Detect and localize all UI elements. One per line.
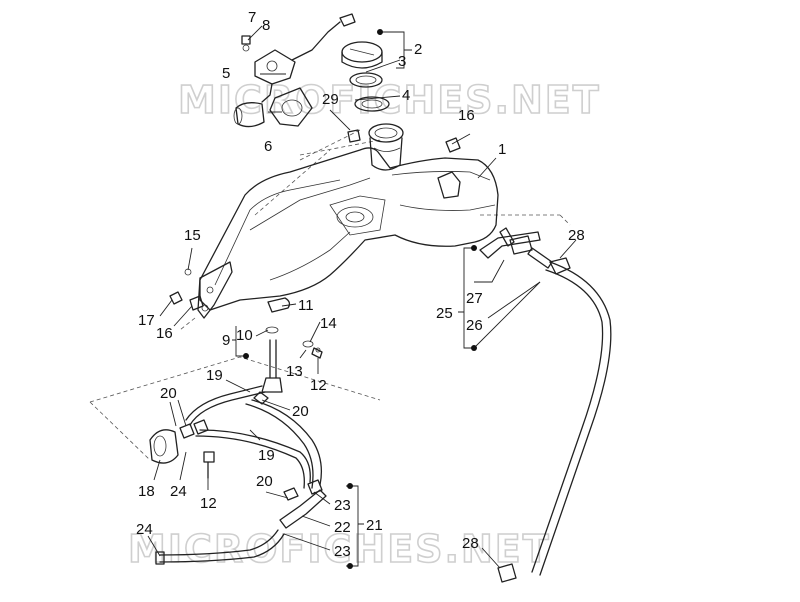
- label-8: 8: [262, 17, 270, 34]
- label-16-upper: 16: [458, 107, 475, 124]
- label-20-left: 20: [160, 385, 177, 402]
- fuel-tap-assembly: [261, 326, 323, 393]
- label-3: 3: [398, 53, 406, 70]
- label-9: 9: [222, 332, 230, 349]
- label-10: 10: [236, 327, 253, 344]
- label-19-lower: 19: [258, 447, 275, 464]
- label-17: 17: [138, 312, 155, 329]
- label-24-upper: 24: [170, 483, 187, 500]
- fuel-sender-assembly: [233, 13, 356, 128]
- label-20-middle: 20: [292, 403, 309, 420]
- label-14: 14: [320, 315, 337, 332]
- label-16-lower: 16: [156, 325, 173, 342]
- label-18: 18: [138, 483, 155, 500]
- watermark-bottom: MICROFICHES.NET: [128, 527, 551, 571]
- label-28-lower: 28: [462, 535, 479, 552]
- label-15: 15: [184, 227, 201, 244]
- label-20-lower: 20: [256, 473, 273, 490]
- label-13: 13: [286, 363, 303, 380]
- label-6: 6: [264, 138, 272, 155]
- label-23-upper: 23: [334, 497, 351, 514]
- filler-cap-assembly: [341, 41, 390, 112]
- label-4: 4: [402, 87, 410, 104]
- watermark-top: MICROFICHES.NET: [178, 78, 601, 122]
- label-27: 27: [466, 290, 483, 307]
- part-labels: 1 2 3 4 5 6 7 8 9 10 11 12 12 13 14 15 1…: [136, 9, 585, 560]
- bracket-dots: [243, 29, 477, 569]
- label-26: 26: [466, 317, 483, 334]
- fuel-tank: [197, 123, 499, 319]
- label-2: 2: [414, 41, 422, 58]
- label-12-lower: 12: [200, 495, 217, 512]
- label-23-lower: 23: [334, 543, 351, 560]
- label-1: 1: [498, 141, 506, 158]
- label-11: 11: [298, 297, 314, 314]
- clips: [169, 129, 461, 311]
- label-28-upper: 28: [568, 227, 585, 244]
- label-7: 7: [248, 9, 256, 26]
- label-22: 22: [334, 519, 351, 536]
- fuel-hoses: [149, 385, 327, 565]
- label-21: 21: [366, 517, 383, 534]
- label-5: 5: [222, 65, 230, 82]
- label-12-upper: 12: [310, 377, 327, 394]
- label-25: 25: [436, 305, 453, 322]
- reference-dashed-lines: [89, 129, 571, 461]
- label-24-lower: 24: [136, 521, 153, 538]
- label-29: 29: [322, 91, 339, 108]
- label-19-upper: 19: [206, 367, 223, 384]
- leader-lines: [147, 25, 577, 569]
- breather-hose: [479, 227, 612, 583]
